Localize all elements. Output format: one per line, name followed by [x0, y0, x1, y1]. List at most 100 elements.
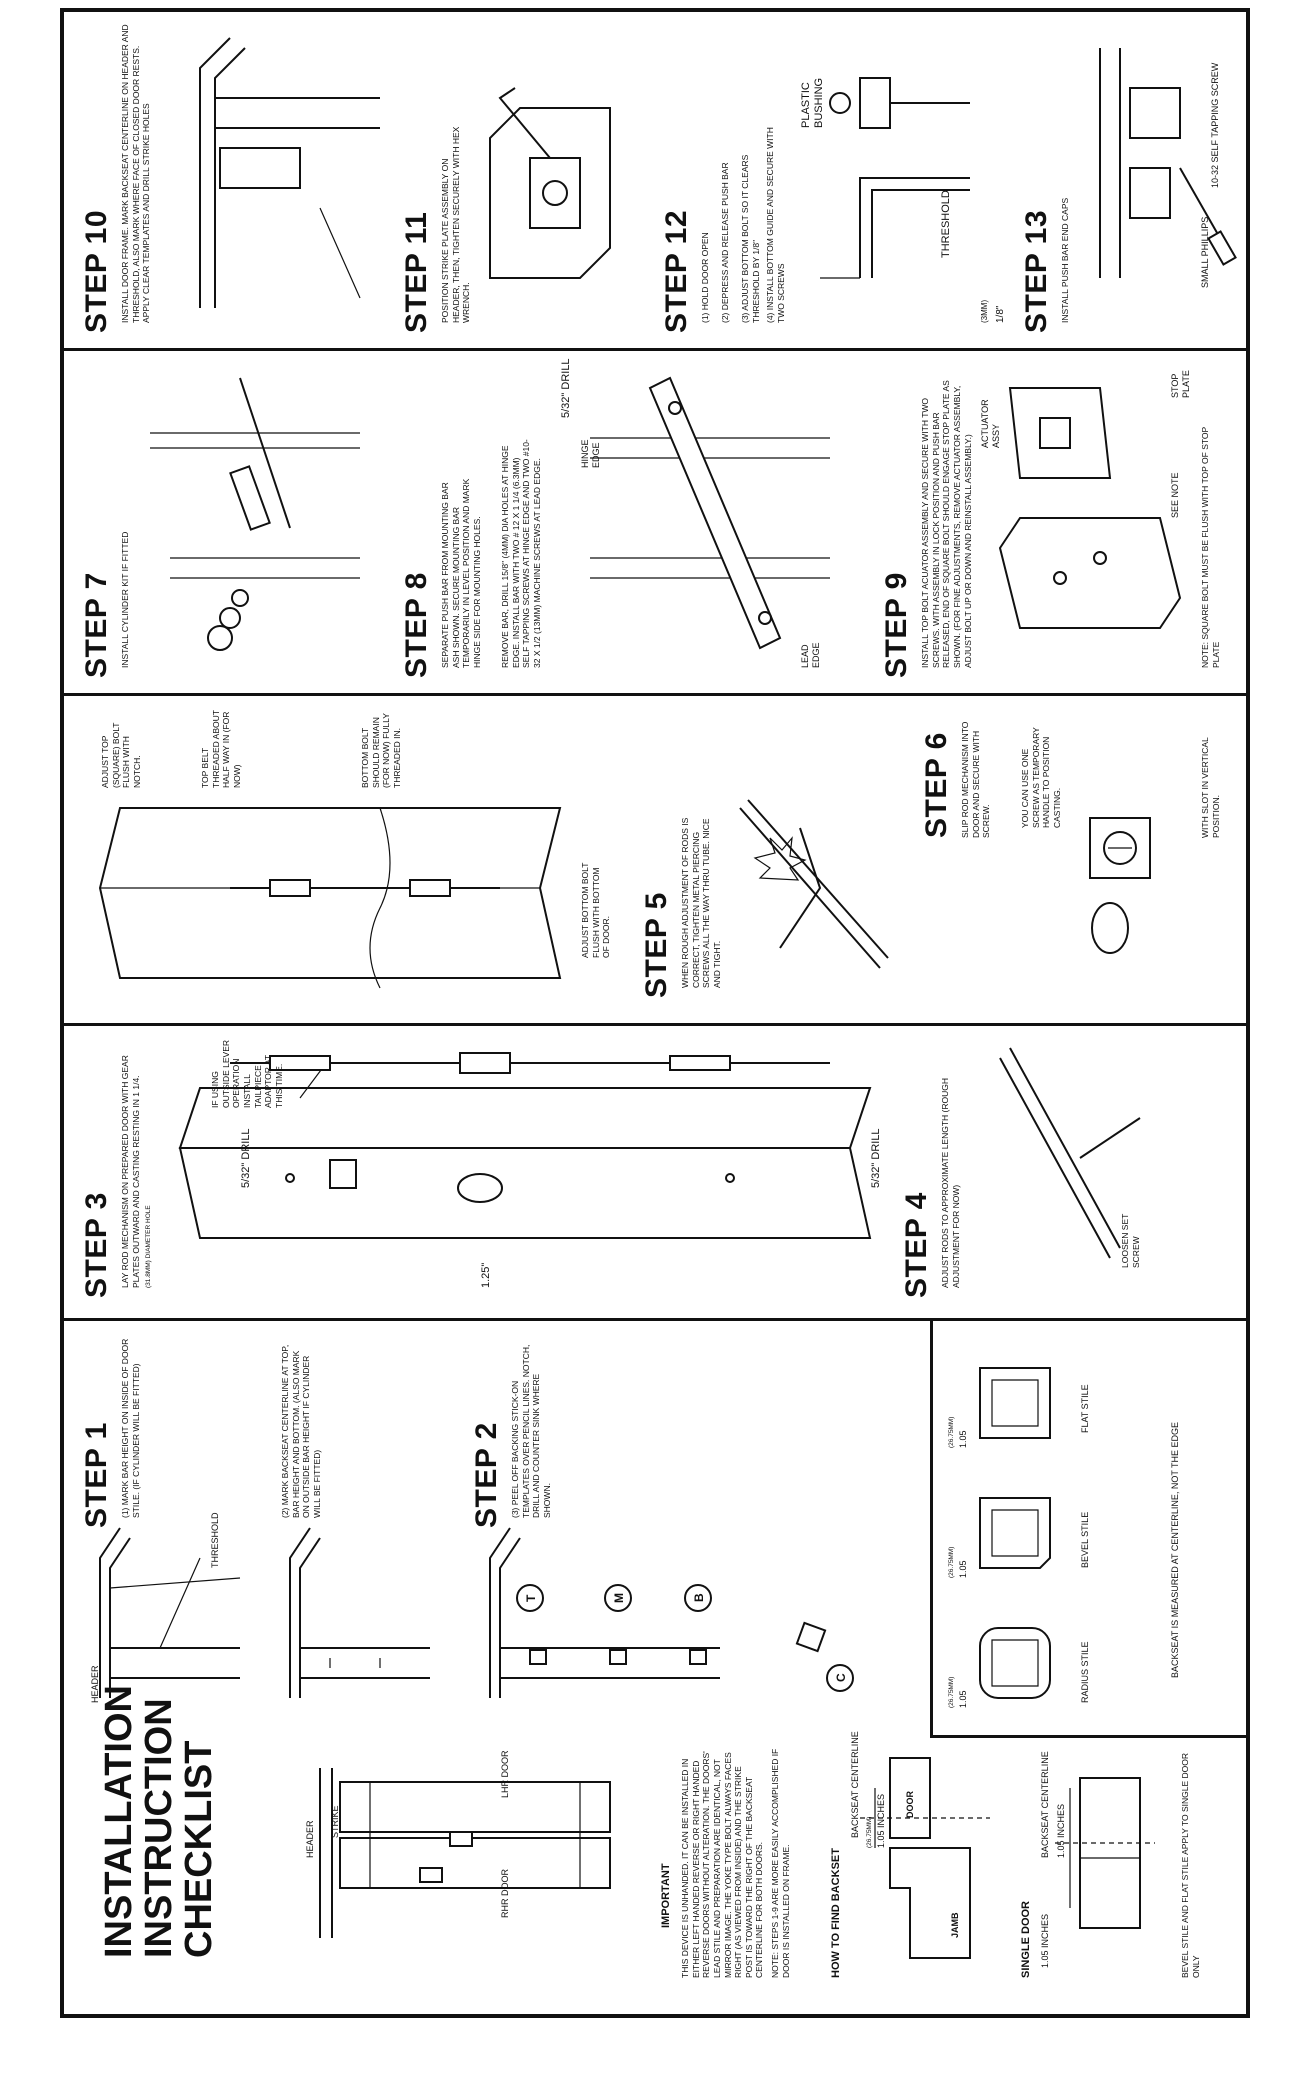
step9-title: STEP 9	[880, 572, 913, 678]
intro-header-label: HEADER	[305, 1820, 315, 1858]
radius-stile-diagram	[960, 1608, 1070, 1718]
step10-diagram	[160, 28, 390, 328]
step7-text: INSTALL CYLINDER KIT IF FITTED	[120, 531, 130, 668]
step2-letter-c: C	[834, 1673, 848, 1682]
step12-item-2: (2) DEPRESS AND RELEASE PUSH BAR	[720, 162, 730, 323]
step11-diagram	[460, 78, 640, 308]
step12-mm: (3MM)	[980, 299, 989, 323]
step10-title: STEP 10	[80, 209, 113, 333]
important-text: THIS DEVICE IS UNHANDED. IT CAN BE INSTA…	[680, 1751, 765, 1978]
intro-lhr-label: LHR DOOR	[500, 1750, 510, 1798]
step13-phillips: SMALL PHILLIPS	[1200, 216, 1210, 288]
step1-diagram-a	[80, 1508, 250, 1708]
step1-threshold-label: THRESHOLD	[210, 1512, 220, 1568]
step6-title: STEP 6	[920, 732, 953, 838]
backset-mm-label: (26.75MM)	[866, 1816, 873, 1848]
step8-text: SEPARATE PUSH BAR FROM MOUNTING BAR ASH …	[440, 478, 482, 668]
step6-slip: SLIP ROD MECHANISM INTO DOOR AND SECURE …	[960, 721, 992, 838]
step6-slot: WITH SLOT IN VERTICAL POSITION.	[1200, 737, 1221, 838]
step7-diagram	[140, 358, 370, 678]
step1-title: STEP 1	[80, 1422, 113, 1528]
bevel-dim: 1.05	[958, 1560, 968, 1578]
step12-item-4: (4) INSTALL BOTTOM GUIDE AND SECURE WITH…	[765, 127, 786, 323]
backseat-measure-note: BACKSEAT IS MEASURED AT CENTERLINE, NOT …	[1170, 1421, 1180, 1678]
step2-text: (3) PEEL OFF BACKING STICK-ON TEMPLATES …	[510, 1344, 552, 1518]
radius-dim: 1.05	[958, 1690, 968, 1708]
step8-title: STEP 8	[400, 572, 433, 678]
bevel-stile-diagram	[960, 1478, 1070, 1588]
note-steps: NOTE: STEPS 1-9 ARE MORE EASILY ACCOMPLI…	[770, 1748, 791, 1978]
flat-dim: 1.05	[958, 1430, 968, 1448]
step7-title: STEP 7	[80, 572, 113, 678]
step5-adjust-top: ADJUST TOP (SQUARE) BOLT FLUSH WITH NOTC…	[100, 722, 142, 788]
step9-actuator: ACTUATOR ASSY	[980, 399, 1001, 448]
door-label: DOOR	[905, 1791, 915, 1818]
intro-rhr-label: RHR DOOR	[500, 1869, 510, 1918]
flat-dim-mm: (26.75MM)	[948, 1416, 955, 1448]
step4-text: ADJUST RODS TO APPROXIMATE LENGTH (ROUGH…	[940, 1077, 961, 1288]
important-title: IMPORTANT	[660, 1863, 672, 1928]
step5-text: WHEN ROUGH ADJUSTMENT OF RODS IS CORRECT…	[680, 817, 722, 988]
step4-loosen: LOOSEN SET SCREW	[1120, 1213, 1141, 1268]
step12-threshold: THRESHOLD	[940, 190, 952, 258]
single-door-inches-a: 1.05 INCHES	[1040, 1913, 1050, 1968]
step13-screw: 10-32 SELF TAPPING SCREW	[1210, 62, 1220, 188]
backseat-centerline-label: BACKSEAT CENTERLINE	[850, 1731, 860, 1838]
single-door-title: SINGLE DOOR	[1020, 1900, 1032, 1978]
stile-box-left	[930, 1735, 1250, 1738]
step3-text: LAY ROD MECHANISM ON PREPARED DOOR WITH …	[120, 1055, 141, 1288]
how-to-find-backset-title: HOW TO FIND BACKSET	[830, 1848, 842, 1978]
step1-text-1: (1) MARK BAR HEIGHT ON INSIDE OF DOOR ST…	[120, 1338, 141, 1518]
step9-stop-plate: STOP PLATE	[1170, 370, 1191, 398]
radius-dim-mm: (26.75MM)	[948, 1676, 955, 1708]
step3-title: STEP 3	[80, 1192, 113, 1298]
bevel-dim-mm: (26.75MM)	[948, 1546, 955, 1578]
step9-text: INSTALL TOP BOLT ACUATOR ASSEMBLY AND SE…	[920, 380, 973, 668]
step3-drill-bottom: 5/32" DRILL	[870, 1128, 882, 1188]
step4-diagram	[970, 1038, 1170, 1288]
step4-title: STEP 4	[900, 1192, 933, 1298]
step2-letter-b: B	[692, 1593, 706, 1602]
step8-diagram	[580, 358, 840, 678]
backset-inches-label: 1.05 INCHES	[876, 1793, 886, 1848]
jamb-label: JAMB	[950, 1912, 960, 1938]
step5-title: STEP 5	[640, 892, 673, 998]
step10-text: INSTALL DOOR FRAME. MARK BACKSEAT CENTER…	[120, 24, 152, 323]
step2-diagram	[470, 1508, 890, 1708]
step3-drill-top: 5/32" DRILL	[240, 1128, 252, 1188]
step12-item-1: (1) HOLD DOOR OPEN	[700, 232, 710, 323]
step8-lead-edge: LEAD EDGE	[800, 642, 821, 668]
step5-bolt-diagram	[80, 788, 580, 1008]
single-door-diagram	[1050, 1748, 1160, 1968]
bevel-note: BEVEL STILE AND FLAT STILE APPLY TO SING…	[1180, 1752, 1201, 1978]
step8-drill: 5/32" DRILL	[560, 358, 572, 418]
step1-header-label: HEADER	[90, 1665, 100, 1703]
step13-title: STEP 13	[1020, 209, 1053, 333]
step6-one-screw: YOU CAN USE ONE SCREW AS TEMPORARY HANDL…	[1020, 727, 1062, 828]
step3-small: (31.8MM) DIAMETER HOLE	[145, 1205, 152, 1288]
flat-stile-diagram	[960, 1348, 1070, 1458]
step12-item-3: (3) ADJUST BOTTOM BOLT SO IT CLEARS THRE…	[740, 154, 761, 323]
single-door-centerline: BACKSEAT CENTERLINE	[1040, 1751, 1050, 1858]
step12-plastic-bushing: PLASTIC BUSHING	[800, 77, 826, 128]
step9-diagram	[980, 368, 1180, 648]
step6-diagram	[980, 728, 1180, 988]
step9-note: NOTE: SQUARE BOLT MUST BE FLUSH WITH TOP…	[1200, 426, 1221, 668]
step12-title: STEP 12	[660, 209, 693, 333]
backset-diagram	[850, 1748, 1000, 1968]
step13-diagram	[1070, 18, 1240, 298]
step2-letter-m: M	[612, 1593, 626, 1603]
radius-stile-label: RADIUS STILE	[1080, 1641, 1090, 1703]
step8-text-2: REMOVE BAR, DRILL 15/8" (4MM) DIA HOLES …	[500, 439, 542, 668]
bevel-stile-label: BEVEL STILE	[1080, 1511, 1090, 1568]
step3-dim-125: 1.25"	[480, 1262, 492, 1288]
intro-strike-label: STRIKE	[330, 1805, 340, 1838]
step12-eighth: 1/8"	[995, 305, 1006, 323]
intro-door-diagram	[300, 1748, 620, 1948]
step5-bottom-bolt: BOTTOM BOLT SHOULD REMAIN (FOR NOW) FULL…	[360, 713, 402, 788]
single-door-inches-b: 1.05 INCHES	[1056, 1803, 1066, 1858]
step8-hinge-edge: HINGE EDGE	[580, 439, 601, 468]
step5-adjust-bottom: ADJUST BOTTOM BOLT FLUSH WITH BOTTOM OF …	[580, 862, 612, 958]
